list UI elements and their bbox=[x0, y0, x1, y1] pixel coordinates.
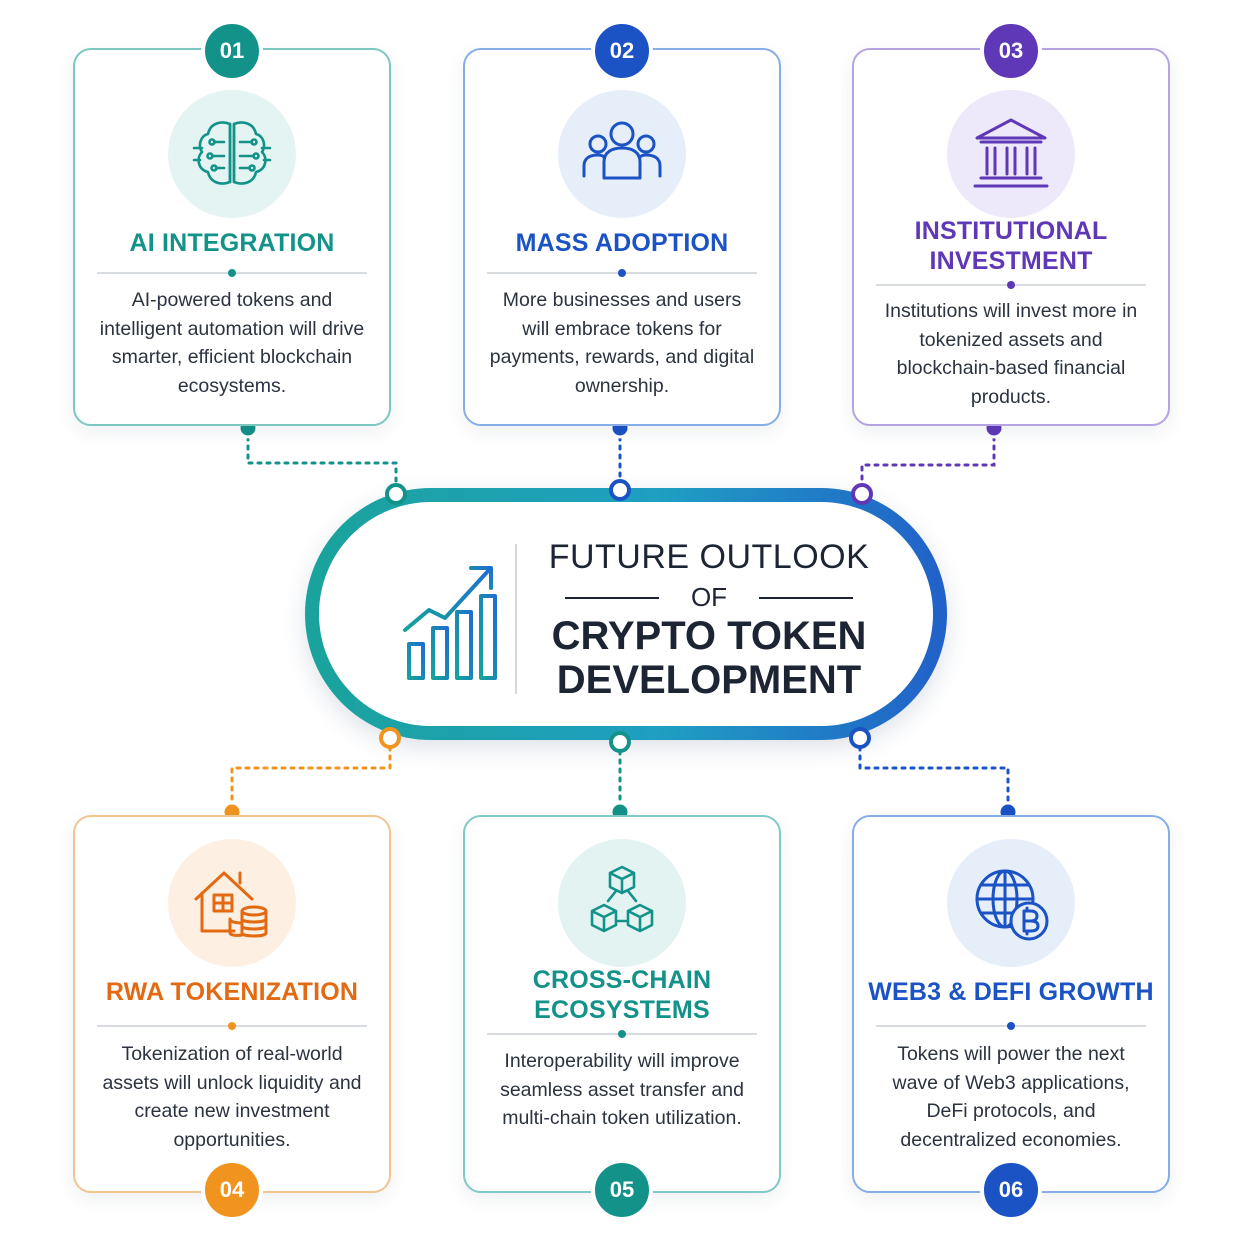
center-title-panel: FUTURE OUTLOOK OF CRYPTO TOKEN DEVELOPME… bbox=[319, 502, 933, 726]
card-number-badge: 01 bbox=[201, 20, 263, 82]
card-title-line: CROSS-CHAIN bbox=[532, 966, 712, 994]
card-divider bbox=[876, 281, 1146, 289]
users-group-icon bbox=[582, 121, 662, 180]
card-number-badge: 04 bbox=[201, 1159, 263, 1221]
card-divider bbox=[487, 269, 757, 277]
card-number-badge: 02 bbox=[591, 20, 653, 82]
globe-bitcoin-icon bbox=[975, 869, 1049, 941]
card-divider bbox=[876, 1022, 1146, 1030]
growth-chart-icon bbox=[403, 566, 497, 680]
card-description: Tokenization of real-world assets will u… bbox=[102, 1043, 362, 1151]
card-number-badge: 05 bbox=[591, 1159, 653, 1221]
card-title-line: ECOSYSTEMS bbox=[534, 996, 710, 1024]
card-ai-integration: 01 AI INTEGRATION AI-powered tokens and … bbox=[73, 20, 391, 426]
ai-brain-icon bbox=[192, 121, 272, 185]
bank-building-icon bbox=[973, 118, 1049, 188]
house-coins-icon bbox=[194, 871, 268, 938]
center-title-capsule: FUTURE OUTLOOK OF CRYPTO TOKEN DEVELOPME… bbox=[305, 488, 947, 740]
card-number-badge: 03 bbox=[980, 20, 1042, 82]
card-icon-circle bbox=[168, 839, 296, 967]
card-icon-circle bbox=[558, 839, 686, 967]
center-title-line-3: CRYPTO TOKEN bbox=[551, 614, 867, 658]
card-title-line: INVESTMENT bbox=[929, 247, 1093, 275]
card-divider bbox=[97, 269, 367, 277]
linked-cubes-icon bbox=[590, 865, 654, 933]
card-icon-circle bbox=[947, 90, 1075, 218]
center-title-line-2: OF bbox=[529, 582, 889, 613]
card-mass-adoption: 02 MASS ADOPTION More businesses and use… bbox=[463, 20, 781, 426]
center-title-line-4: DEVELOPMENT bbox=[556, 658, 862, 702]
center-divider bbox=[515, 544, 517, 694]
card-icon-circle bbox=[947, 839, 1075, 967]
card-number-badge: 06 bbox=[980, 1159, 1042, 1221]
card-icon-circle bbox=[168, 90, 296, 218]
card-description: More businesses and users will embrace t… bbox=[489, 289, 755, 397]
card-title: RWA TOKENIZATION bbox=[105, 978, 359, 1006]
center-title-line-1: FUTURE OUTLOOK bbox=[548, 538, 870, 576]
card-icon-circle bbox=[558, 90, 686, 218]
card-title: CROSS-CHAIN ECOSYSTEMS bbox=[465, 965, 779, 1025]
card-institutional-investment: 03 INSTITUTIONAL INVESTMENT Institutions… bbox=[852, 20, 1170, 426]
card-web3-defi-growth: 06 WEB3 & DEFI GROWTH Tokens will power … bbox=[852, 815, 1170, 1221]
card-description: Interoperability will improve seamless a… bbox=[500, 1050, 744, 1129]
card-divider bbox=[487, 1030, 757, 1038]
card-cross-chain-ecosystems: 05 CROSS-CHAIN ECOSYSTEMS Interoperabili… bbox=[463, 815, 781, 1221]
card-divider bbox=[97, 1022, 367, 1030]
card-rwa-tokenization: 04 RWA TOKENIZATION Tokenization of real… bbox=[73, 815, 391, 1221]
card-description: Institutions will invest more in tokeniz… bbox=[884, 300, 1138, 408]
card-title-line: INSTITUTIONAL bbox=[914, 217, 1108, 245]
card-title: AI INTEGRATION bbox=[129, 229, 335, 257]
card-description: Tokens will power the next wave of Web3 … bbox=[892, 1043, 1130, 1151]
card-title: WEB3 & DEFI GROWTH bbox=[868, 978, 1154, 1006]
card-title: INSTITUTIONAL INVESTMENT bbox=[854, 216, 1168, 276]
card-description: AI-powered tokens and intelligent automa… bbox=[99, 289, 365, 397]
card-title: MASS ADOPTION bbox=[515, 229, 729, 257]
